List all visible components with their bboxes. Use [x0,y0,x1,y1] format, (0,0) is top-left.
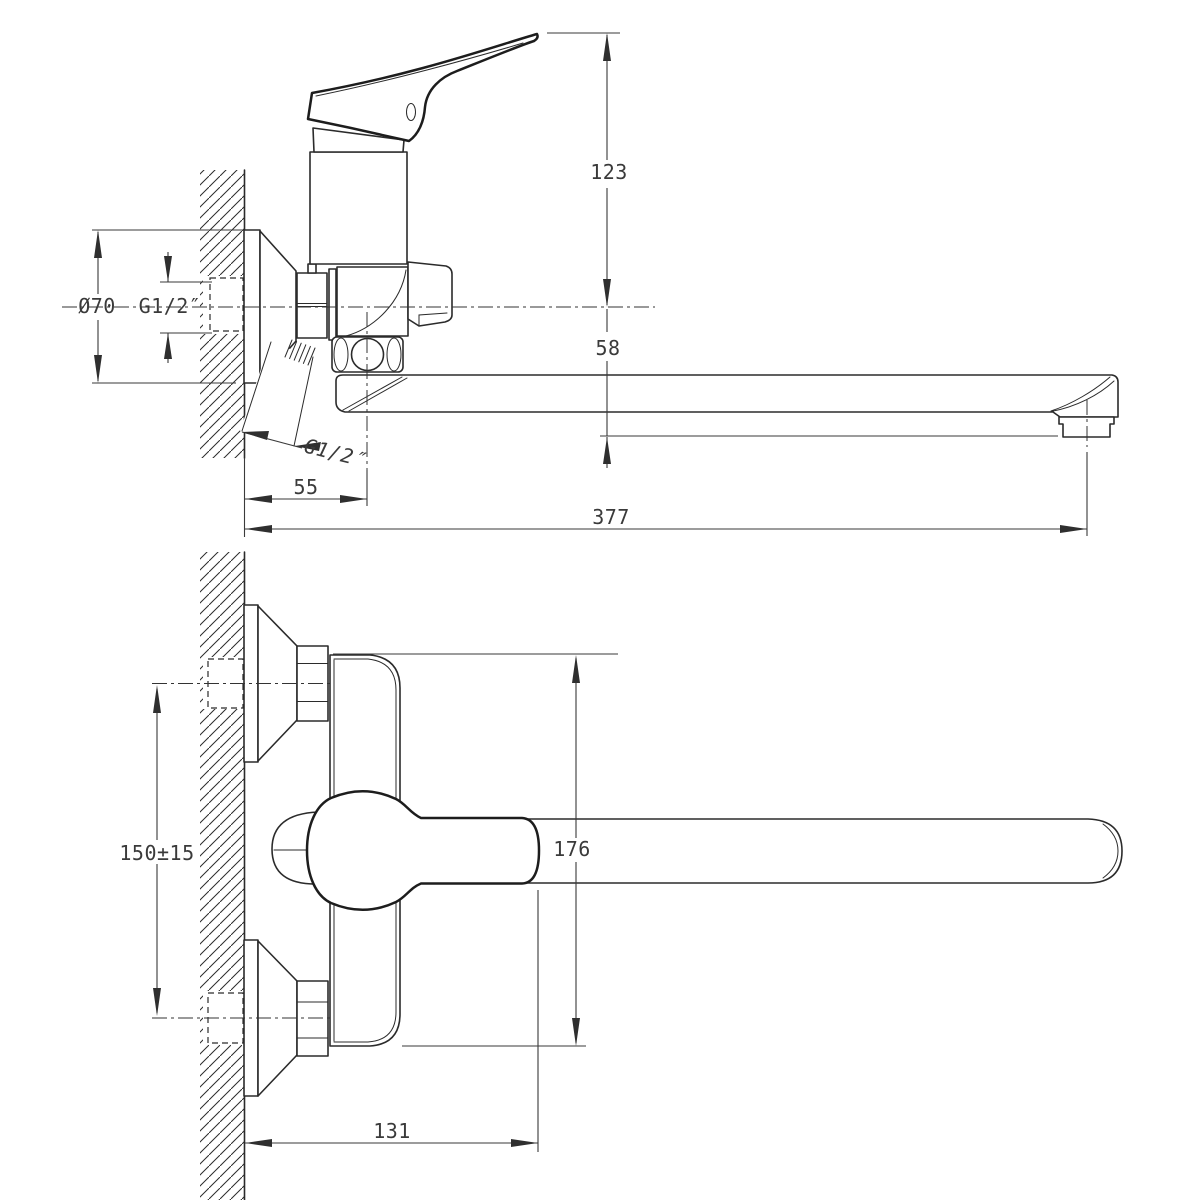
dimension-wall-to-valve: 55 [243,458,368,537]
dimension-handle-height: 123 [547,32,628,307]
dim-label-g12-inlet: G1/2″ [139,294,202,318]
thread-lines [284,339,316,366]
dim-label-176: 176 [553,837,591,861]
handle-hole [406,103,416,121]
wall-section-front [200,551,246,1200]
handle-front [305,790,541,911]
cartridge-housing [309,151,408,265]
dimension-wall-to-handle: 131 [245,890,539,1152]
wall-hatch-front [200,552,245,1200]
dim-label-131: 131 [373,1119,411,1143]
spout [335,374,1119,447]
valve-block [331,261,453,373]
spout-front [419,818,1123,884]
lower-escutcheon [152,939,362,1097]
handle-dome [312,127,405,153]
lever-handle [306,32,539,143]
handle-and-spout-front [271,790,1123,911]
handle-knob [271,811,319,885]
dim-label-55: 55 [293,475,318,499]
dim-label-58: 58 [595,336,620,360]
dim-label-123: 123 [590,160,628,184]
dimension-inlet-spacing: 150±15 [119,685,194,1016]
diverter-cap [407,261,453,327]
dimension-overall-height: 176 [333,653,618,1047]
shower-outlet-nipple [240,339,316,447]
centerlines [62,306,655,470]
handle-blade [306,32,539,143]
nut-tab [307,263,317,274]
front-view: 150±15 176 131 [119,551,1123,1200]
mixer-body [309,127,408,265]
dim-label-150: 150±15 [119,841,194,865]
wall-section [200,169,246,459]
upper-escutcheon [152,604,362,763]
side-view: Ø70 G1/2″ 123 58 [62,32,1119,537]
dim-label-dia70: Ø70 [78,294,116,318]
dimension-shower-thread: G1/2″ [241,431,369,473]
dimension-escutcheon-diameter: Ø70 [78,229,243,384]
dimension-inlet-thread: G1/2″ [139,252,212,363]
washer [328,268,337,341]
inlet-pipe-hidden [209,277,244,332]
dim-label-g12-shower: G1/2″ [302,434,369,473]
dim-label-377: 377 [592,505,630,529]
dimension-spout-drop: 58 [595,309,1058,468]
dimension-spout-reach: 377 [245,452,1088,536]
mounting-nut [296,263,337,341]
